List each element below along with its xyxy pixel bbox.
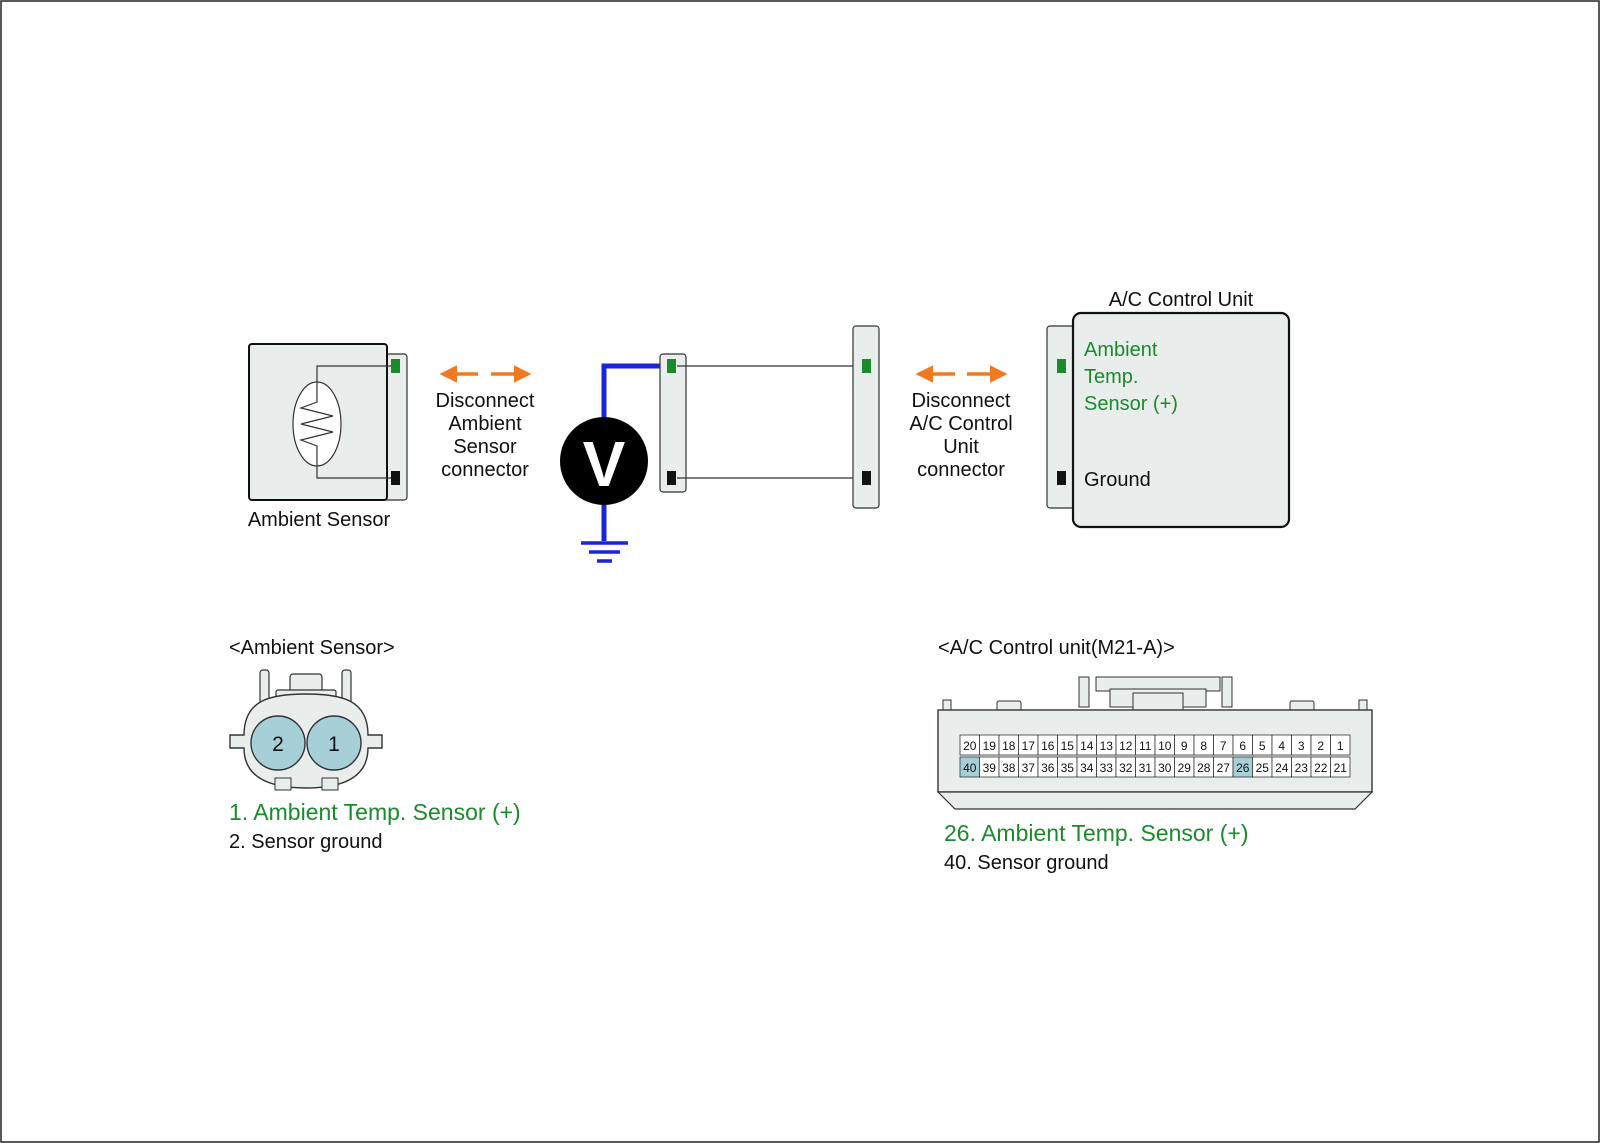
ac-pin-label-5: 5 (1259, 739, 1266, 753)
ac-pin-label-19: 19 (983, 739, 997, 753)
ac-pin-label-7: 7 (1220, 739, 1227, 753)
sensor-pin-signal (391, 359, 400, 373)
ac-pin-label-27: 27 (1217, 761, 1231, 775)
ac-pin-label-14: 14 (1080, 739, 1094, 753)
probe-wire (601, 363, 672, 420)
ac-pin-label-20: 20 (963, 739, 977, 753)
ac-pin-label-1: 1 (1337, 739, 1344, 753)
ambient-legend-ground: 2. Sensor ground (229, 831, 382, 853)
ac-pin-label-26: 26 (1236, 761, 1250, 775)
ac-pin-label-40: 40 (963, 761, 977, 775)
disconnect-ac-text-2: A/C Control (909, 413, 1012, 435)
ambient-connector-title: <Ambient Sensor> (229, 637, 395, 659)
harness-connector-ac-side (852, 325, 880, 509)
voltmeter-icon (560, 417, 648, 505)
disconnect-ac-text-3: Unit (943, 436, 979, 458)
ac-pin-label-38: 38 (1002, 761, 1016, 775)
ac-pin-label-37: 37 (1022, 761, 1036, 775)
ambient-legend-signal: 1. Ambient Temp. Sensor (+) (229, 799, 521, 825)
disconnect-ac-text-1: Disconnect (912, 390, 1011, 412)
ac-pin-label-24: 24 (1275, 761, 1289, 775)
ac-unit-pin-signal-3: Sensor (+) (1084, 393, 1178, 415)
ac-pin-label-13: 13 (1100, 739, 1114, 753)
ac-pin-label-9: 9 (1181, 739, 1188, 753)
ambient-pin-1-label: 1 (328, 733, 340, 756)
ac-pin-label-28: 28 (1197, 761, 1211, 775)
ac-legend-ground: 40. Sensor ground (944, 852, 1109, 874)
ac-unit-pin-signal-1: Ambient (1084, 339, 1158, 361)
thermistor-icon (298, 392, 334, 456)
ac-pin-label-6: 6 (1239, 739, 1246, 753)
ambient-sensor: Ambient Sensor (248, 343, 408, 531)
ambient-sensor-label: Ambient Sensor (248, 509, 391, 531)
ac-pin-cell-21 (1330, 756, 1351, 778)
ac-unit-pin-ground: Ground (1084, 469, 1151, 491)
ac-pin-label-30: 30 (1158, 761, 1172, 775)
ac-pin-label-15: 15 (1061, 739, 1075, 753)
ac-pin-label-21: 21 (1334, 761, 1348, 775)
ac-control-unit: A/C Control Unit Ambient Temp. Sensor (+… (1046, 289, 1291, 529)
ambient-pin-2 (250, 715, 306, 771)
ac-pin-label-23: 23 (1295, 761, 1309, 775)
disconnect-sensor-text-4: connector (441, 459, 529, 481)
ac-pin-cell-1 (1330, 734, 1351, 756)
ground-icon (581, 541, 628, 563)
ac-connector-title: <A/C Control unit(M21-A)> (938, 637, 1175, 659)
ac-unit-title: A/C Control Unit (1109, 289, 1254, 311)
ac-pin-label-16: 16 (1041, 739, 1055, 753)
harness-connector-sensor-side (659, 353, 687, 493)
disconnect-sensor-text-3: Sensor (453, 436, 517, 458)
ambient-connector-face: 2 1 (229, 669, 383, 791)
ac-pin-label-36: 36 (1041, 761, 1055, 775)
ac-pin-label-12: 12 (1119, 739, 1133, 753)
ac-pin-label-35: 35 (1061, 761, 1075, 775)
ac-pin-label-11: 11 (1139, 739, 1152, 753)
disconnect-sensor-text-1: Disconnect (436, 390, 535, 412)
voltmeter-symbol: V (583, 428, 626, 500)
ac-unit-pin-signal-2: Temp. (1084, 366, 1138, 388)
disconnect-ac-text-4: connector (917, 459, 1005, 481)
ac-pin-label-22: 22 (1314, 761, 1328, 775)
ambient-pin-1 (306, 715, 362, 771)
ambient-pin-2-label: 2 (272, 733, 284, 756)
ac-pin-label-31: 31 (1139, 761, 1153, 775)
ac-pin-label-34: 34 (1080, 761, 1094, 775)
ac-legend-signal: 26. Ambient Temp. Sensor (+) (944, 820, 1248, 846)
ac-pin-label-17: 17 (1022, 739, 1036, 753)
ac-pin-label-33: 33 (1100, 761, 1114, 775)
ac-pin-label-2: 2 (1317, 739, 1324, 753)
sensor-pin-ground (391, 471, 400, 485)
ac-pin-label-32: 32 (1119, 761, 1133, 775)
disconnect-sensor-text-2: Ambient (448, 413, 522, 435)
ac-pin-label-10: 10 (1158, 739, 1172, 753)
ac-pin-label-18: 18 (1002, 739, 1016, 753)
ac-pin-label-3: 3 (1298, 739, 1305, 753)
ac-pin-label-39: 39 (983, 761, 997, 775)
ac-pin-label-4: 4 (1278, 739, 1285, 753)
ac-pin-label-29: 29 (1178, 761, 1192, 775)
ac-pin-label-8: 8 (1200, 739, 1207, 753)
ac-pin-label-25: 25 (1256, 761, 1270, 775)
